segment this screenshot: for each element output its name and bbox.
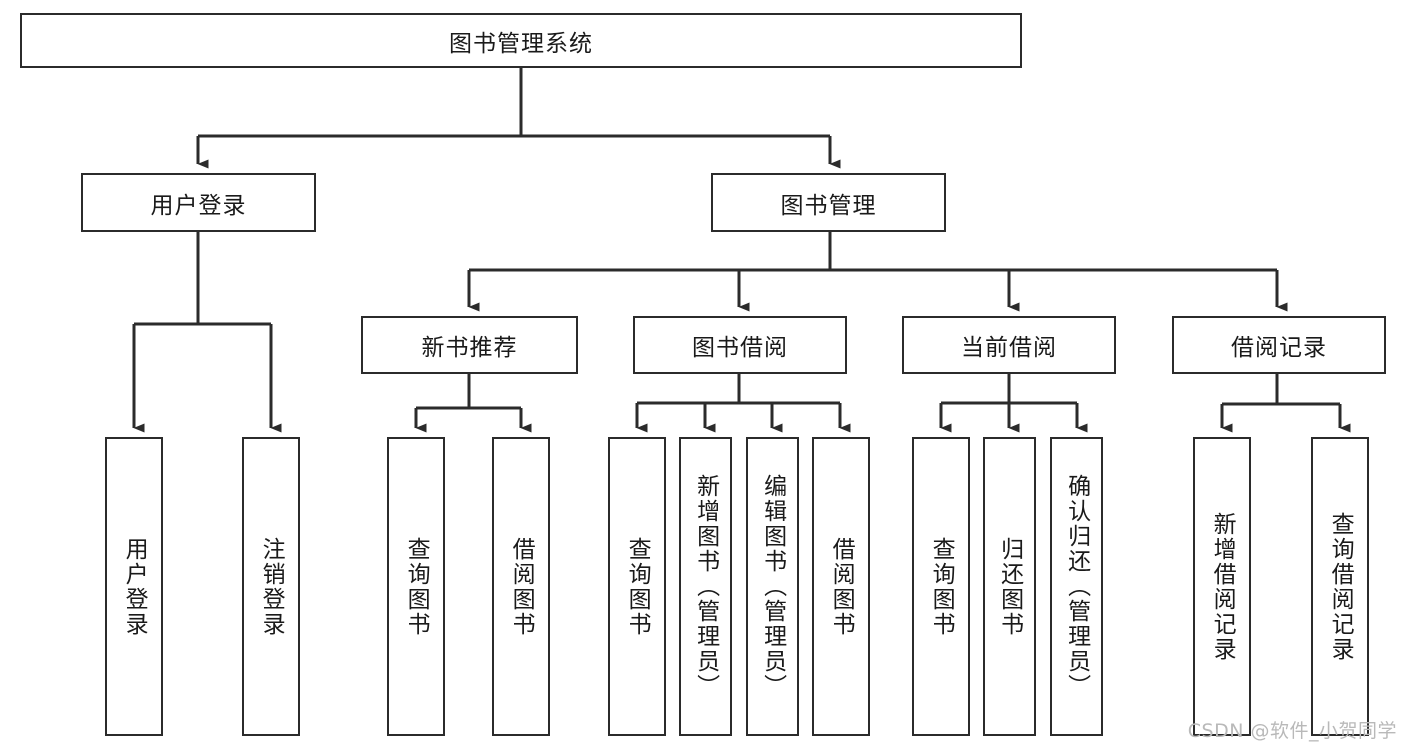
leaf-bookborrow-borrow-book[interactable]: 借阅图书: [812, 437, 870, 736]
node-current-borrow-label: 当前借阅: [961, 335, 1057, 361]
leaf-bookborrow-add-book[interactable]: 新增图书（管理员）: [679, 437, 732, 736]
node-root[interactable]: 图书管理系统: [20, 13, 1022, 68]
leaf-bookborrow-borrow-book-label: 借阅图书: [828, 536, 855, 637]
leaf-newbook-query-book-label: 查询图书: [403, 536, 430, 637]
leaf-currentborrow-return-book-label: 归还图书: [996, 536, 1023, 637]
leaf-newbook-borrow-book-label: 借阅图书: [508, 536, 535, 637]
leaf-currentborrow-query-book-label: 查询图书: [928, 536, 955, 637]
leaf-user-login[interactable]: 用户登录: [105, 437, 163, 736]
node-new-book-recommend[interactable]: 新书推荐: [361, 316, 578, 374]
leaf-logout-label: 注销登录: [258, 536, 285, 637]
node-book-borrow[interactable]: 图书借阅: [633, 316, 847, 374]
leaf-borrowrecord-add-record[interactable]: 新增借阅记录: [1193, 437, 1251, 736]
leaf-bookborrow-edit-book[interactable]: 编辑图书（管理员）: [746, 437, 799, 736]
leaf-logout[interactable]: 注销登录: [242, 437, 300, 736]
leaf-newbook-borrow-book[interactable]: 借阅图书: [492, 437, 550, 736]
leaf-bookborrow-query-book-label: 查询图书: [624, 536, 651, 637]
node-book-manage[interactable]: 图书管理: [711, 173, 946, 232]
leaf-currentborrow-return-book[interactable]: 归还图书: [983, 437, 1036, 736]
node-book-borrow-label: 图书借阅: [692, 335, 788, 361]
leaf-borrowrecord-query-record[interactable]: 查询借阅记录: [1311, 437, 1369, 736]
leaf-user-login-label: 用户登录: [121, 536, 148, 637]
leaf-borrowrecord-add-record-label: 新增借阅记录: [1209, 511, 1236, 662]
leaf-bookborrow-edit-book-label: 编辑图书（管理员）: [759, 474, 786, 699]
node-user-login[interactable]: 用户登录: [81, 173, 316, 232]
leaf-borrowrecord-query-record-label: 查询借阅记录: [1327, 511, 1354, 662]
node-borrow-record[interactable]: 借阅记录: [1172, 316, 1386, 374]
leaf-currentborrow-confirm-return-label: 确认归还（管理员）: [1063, 474, 1090, 699]
node-new-book-recommend-label: 新书推荐: [421, 335, 518, 361]
node-borrow-record-label: 借阅记录: [1231, 335, 1327, 361]
node-user-login-label: 用户登录: [150, 192, 247, 219]
leaf-currentborrow-query-book[interactable]: 查询图书: [912, 437, 970, 736]
leaf-currentborrow-confirm-return[interactable]: 确认归还（管理员）: [1050, 437, 1103, 736]
leaf-bookborrow-query-book[interactable]: 查询图书: [608, 437, 666, 736]
node-book-manage-label: 图书管理: [780, 192, 877, 219]
node-current-borrow[interactable]: 当前借阅: [902, 316, 1116, 374]
leaf-newbook-query-book[interactable]: 查询图书: [387, 437, 445, 736]
node-root-label: 图书管理系统: [449, 30, 593, 57]
leaf-bookborrow-add-book-label: 新增图书（管理员）: [692, 474, 719, 699]
